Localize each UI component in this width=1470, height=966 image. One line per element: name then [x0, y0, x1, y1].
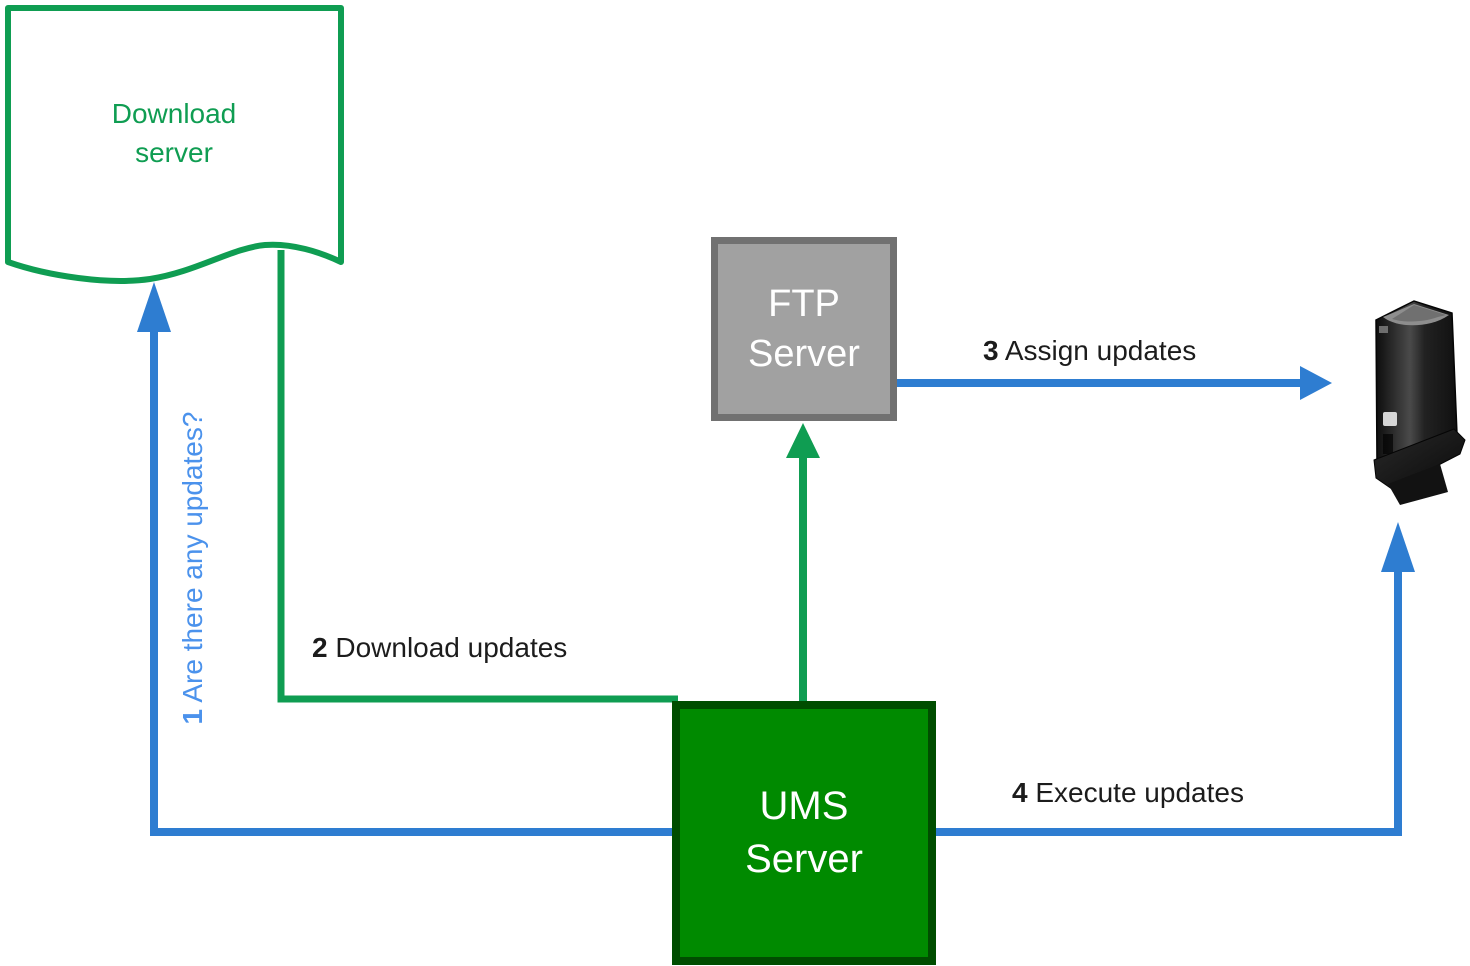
arrow-4-execute — [920, 522, 1415, 836]
arrow-ums-to-ftp — [786, 423, 820, 701]
step-1-number: 1 — [177, 708, 208, 725]
thin-client-device-icon — [1362, 288, 1466, 510]
step-1-label: 1 Are there any updates? — [177, 368, 217, 768]
arrow-3-assign — [896, 366, 1332, 400]
line-2-download — [277, 250, 678, 703]
step-4-label: 4 Execute updates — [1012, 777, 1244, 809]
step-3-number: 3 — [983, 335, 999, 366]
step-2-label: 2 Download updates — [312, 632, 567, 664]
step-4-text: Execute updates — [1035, 777, 1244, 808]
ftp-server-label: FTP Server — [748, 282, 860, 375]
download-server-label: Download server — [111, 98, 237, 168]
node-ftp-server: FTP Server — [711, 237, 897, 421]
step-1-text: Are there any updates? — [177, 411, 208, 703]
step-2-text: Download updates — [335, 632, 568, 663]
node-download-server: Download server — [0, 0, 360, 300]
arrow-1-query — [137, 282, 690, 836]
node-ums-server: UMS Server — [672, 701, 936, 965]
step-3-label: 3 Assign updates — [983, 335, 1196, 367]
step-3-text: Assign updates — [1004, 335, 1197, 366]
document-shape — [5, 5, 344, 284]
step-4-number: 4 — [1012, 777, 1028, 808]
ums-server-label: UMS Server — [745, 784, 863, 881]
step-2-number: 2 — [312, 632, 328, 663]
